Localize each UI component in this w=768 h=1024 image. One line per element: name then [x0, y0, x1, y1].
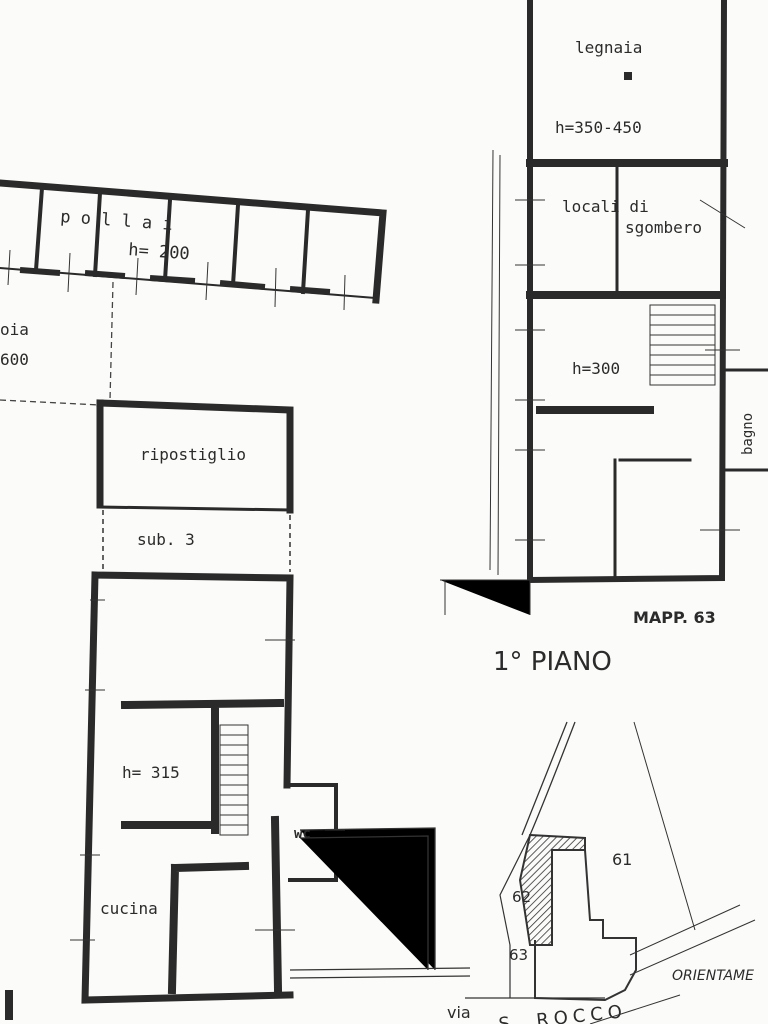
- room-height-legnaia: h=350-450: [555, 118, 642, 137]
- street-prefix: via: [447, 1003, 471, 1022]
- location-map: [465, 721, 756, 1024]
- parcel-61: 61: [612, 850, 632, 869]
- first-floor-building: [440, 0, 768, 615]
- room-height-upper: h=300: [572, 359, 620, 378]
- room-label-partial: oia: [0, 320, 29, 339]
- room-label-wc: wc: [294, 826, 311, 842]
- room-height-pollai: h= 200: [128, 240, 191, 264]
- room-label-bagno: bagno: [740, 413, 756, 455]
- room-label-sgombero: sgombero: [625, 218, 702, 237]
- room-label-cucina: cucina: [100, 899, 158, 918]
- room-height-lower: h= 315: [122, 763, 180, 782]
- mappale-label: MAPP. 63: [633, 608, 716, 627]
- floor-title: 1° PIANO: [493, 647, 612, 677]
- room-label-locali: locali di: [562, 197, 649, 216]
- ground-floor-building: [5, 399, 471, 1020]
- room-label-ripostiglio: ripostiglio: [140, 445, 246, 464]
- parcel-62: 62: [512, 888, 531, 906]
- parcel-63: 63: [509, 946, 528, 964]
- street-name: S. ROCCO: [498, 1001, 628, 1024]
- room-label-legnaia: legnaia: [575, 38, 642, 57]
- room-label-sub: sub. 3: [137, 530, 195, 549]
- room-height-partial: 600: [0, 350, 29, 369]
- orientation-label: ORIENTAME: [672, 968, 754, 984]
- room-label-pollai: p o l l a i: [60, 207, 174, 235]
- pollai-building: [0, 179, 387, 406]
